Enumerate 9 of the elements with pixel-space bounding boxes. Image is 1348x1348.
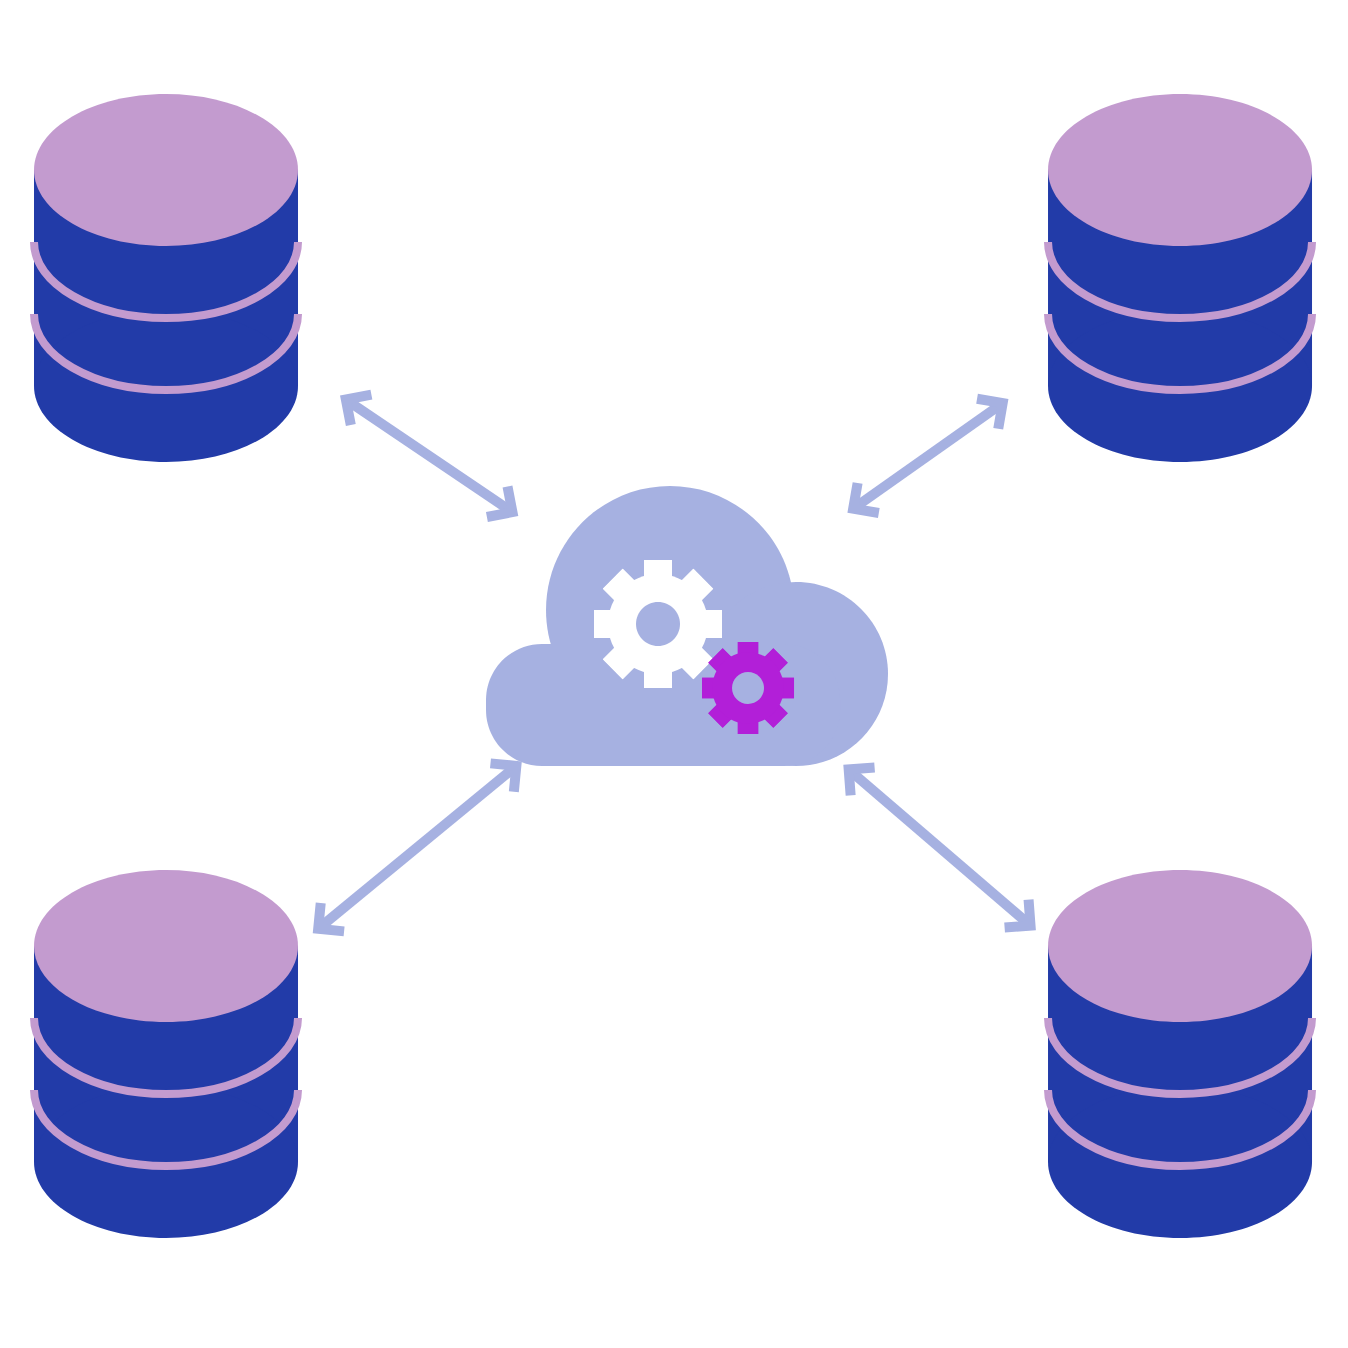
database-cylinder (30, 94, 302, 462)
arrow (847, 393, 1009, 518)
arrow (340, 389, 519, 522)
cloud-drawing (486, 486, 888, 766)
database-cylinder (30, 870, 302, 1238)
database-cylinder (1044, 870, 1316, 1238)
arrow (312, 758, 522, 937)
arrow (843, 762, 1036, 933)
database-cylinder (1044, 94, 1316, 462)
